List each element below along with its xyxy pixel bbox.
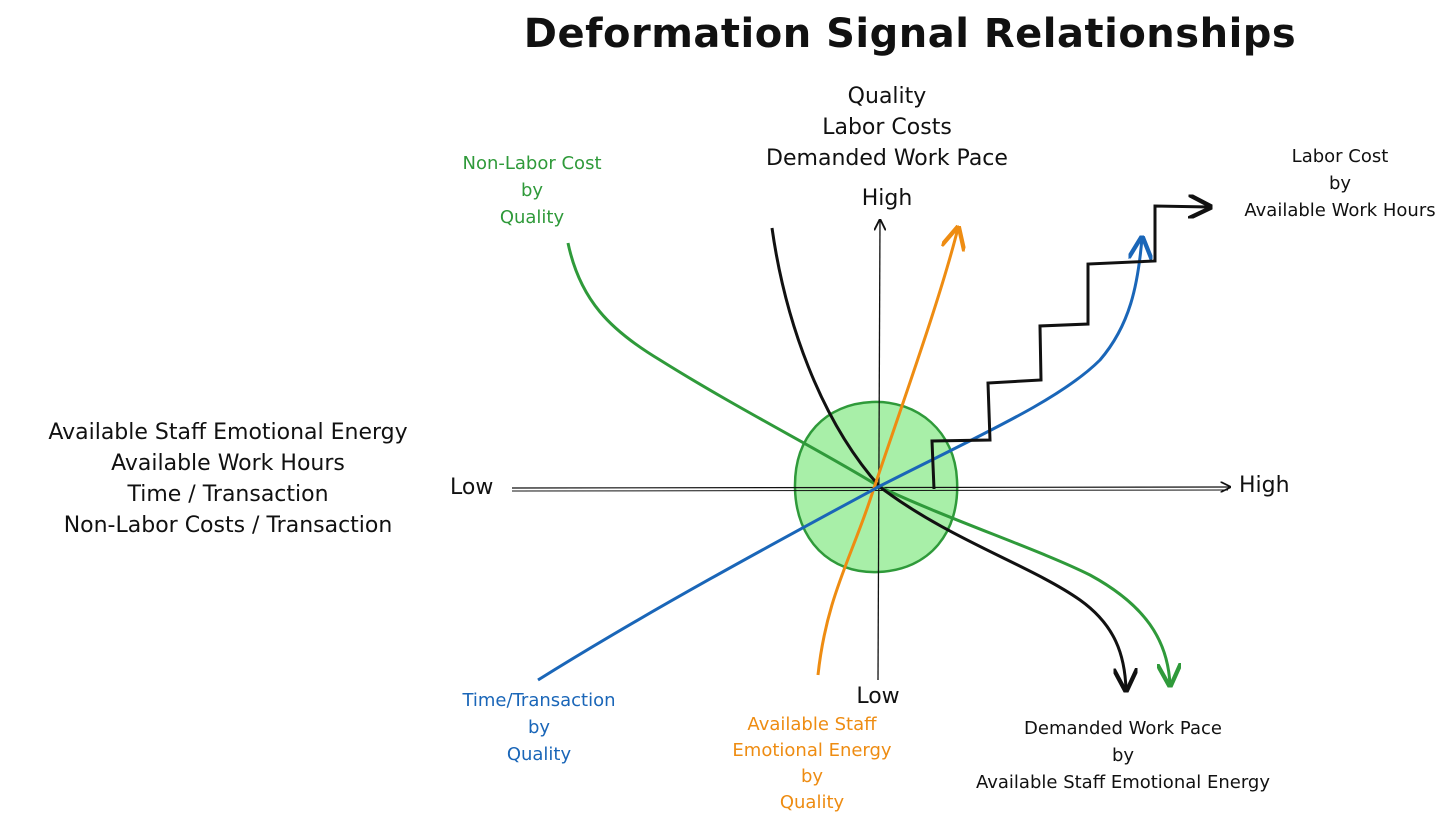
y-axis	[878, 220, 880, 681]
y-label-labor-costs: Labor Costs	[822, 115, 952, 140]
staff-energy-label-line4: Quality	[779, 792, 845, 813]
labor-cost-label-line2: by	[1328, 173, 1352, 194]
staff-energy-label-line3: by	[800, 766, 824, 787]
x-axis-left-labels: Available Staff Emotional Energy Availab…	[48, 422, 407, 537]
y-axis-low-label: Low	[856, 684, 900, 709]
x-axis-low-label: Low	[450, 475, 494, 500]
diagram-title: Deformation Signal Relationships	[523, 11, 1297, 57]
staff-energy-label-line2: Emotional Energy	[732, 740, 892, 761]
staff-energy-label: Available Staff Emotional Energy by Qual…	[732, 716, 891, 812]
x-label-time-transaction: Time / Transaction	[127, 482, 329, 507]
labor-cost-label: Labor Cost by Available Work Hours	[1244, 148, 1435, 220]
x-label-non-labor-costs: Non-Labor Costs / Transaction	[63, 513, 393, 538]
y-label-work-pace: Demanded Work Pace	[766, 146, 1008, 171]
work-pace-label-line3: Available Staff Emotional Energy	[975, 772, 1271, 793]
time-transaction-label-line2: by	[527, 717, 551, 738]
x-label-work-hours: Available Work Hours	[111, 451, 345, 476]
time-transaction-label-line1: Time/Transaction	[462, 690, 616, 711]
labor-cost-steps	[930, 206, 1210, 490]
y-label-quality: Quality	[847, 84, 927, 109]
y-axis-high-label: High	[861, 186, 913, 211]
y-axis-top-labels: Quality Labor Costs Demanded Work Pace	[766, 86, 1008, 170]
work-pace-curve	[770, 227, 1126, 690]
x-axis-high-label: High	[1239, 473, 1290, 498]
time-transaction-curve	[537, 238, 1142, 682]
work-pace-label-line2: by	[1111, 745, 1135, 766]
time-transaction-label: Time/Transaction by Quality	[462, 692, 615, 764]
non-labor-cost-label-line3: Quality	[499, 207, 565, 228]
work-pace-label: Demanded Work Pace by Available Staff Em…	[976, 720, 1270, 792]
labor-cost-label-line3: Available Work Hours	[1244, 200, 1436, 221]
labor-cost-label-line1: Labor Cost	[1291, 146, 1389, 167]
non-labor-cost-label-line2: by	[520, 180, 544, 201]
non-labor-cost-label-line1: Non-Labor Cost	[462, 153, 602, 174]
staff-energy-label-line1: Available Staff	[747, 714, 877, 735]
staff-energy-curve	[816, 228, 958, 676]
work-pace-label-line1: Demanded Work Pace	[1024, 718, 1222, 739]
x-label-staff-energy: Available Staff Emotional Energy	[48, 420, 408, 445]
time-transaction-label-line3: Quality	[506, 744, 572, 765]
non-labor-cost-label: Non-Labor Cost by Quality	[462, 155, 601, 227]
